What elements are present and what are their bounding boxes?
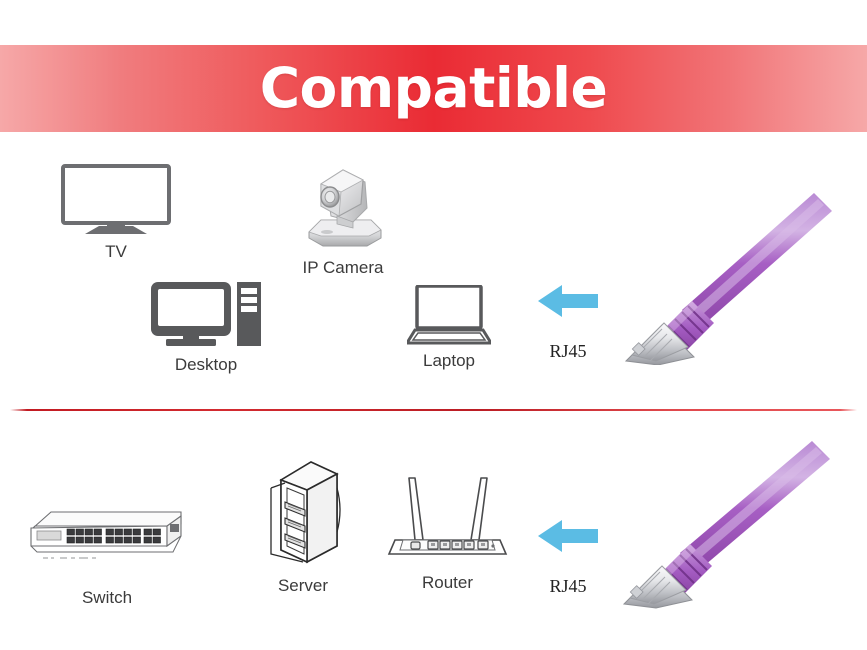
connector-rj45-top: RJ45 xyxy=(536,283,600,362)
connector-label-rj45-bottom: RJ45 xyxy=(549,576,587,596)
tv-icon xyxy=(61,164,171,236)
page-title: Compatible xyxy=(259,56,608,120)
wireless-router-icon xyxy=(385,460,510,565)
device-label-router: Router xyxy=(421,573,474,592)
device-label-desktop: Desktop xyxy=(174,355,238,374)
device-label-ip-camera: IP Camera xyxy=(302,258,384,277)
connector-label-rj45-top: RJ45 xyxy=(549,341,587,361)
connector-rj45-bottom: RJ45 xyxy=(536,518,600,597)
device-ip-camera: IP Camera xyxy=(297,160,389,278)
device-router: Router xyxy=(385,460,510,593)
header-banner: Compatible xyxy=(0,45,867,132)
server-rack-icon xyxy=(263,458,343,566)
device-tv: TV xyxy=(61,164,171,262)
arrow-left-icon xyxy=(536,518,600,554)
device-server: Server xyxy=(263,458,343,596)
device-label-tv: TV xyxy=(105,242,127,261)
device-label-server: Server xyxy=(277,576,329,595)
arrow-left-icon xyxy=(536,283,600,319)
device-switch: Switch xyxy=(27,500,187,608)
desktop-computer-icon xyxy=(150,281,262,349)
ethernet-cable-top xyxy=(618,175,867,365)
ip-camera-icon xyxy=(297,160,389,252)
network-switch-icon xyxy=(27,500,187,570)
device-laptop: Laptop xyxy=(404,284,494,371)
laptop-icon xyxy=(404,284,494,345)
device-label-switch: Switch xyxy=(81,588,133,607)
device-desktop: Desktop xyxy=(150,281,262,375)
section-divider xyxy=(10,409,857,411)
device-label-laptop: Laptop xyxy=(423,351,475,370)
ethernet-cable-bottom xyxy=(618,435,867,615)
